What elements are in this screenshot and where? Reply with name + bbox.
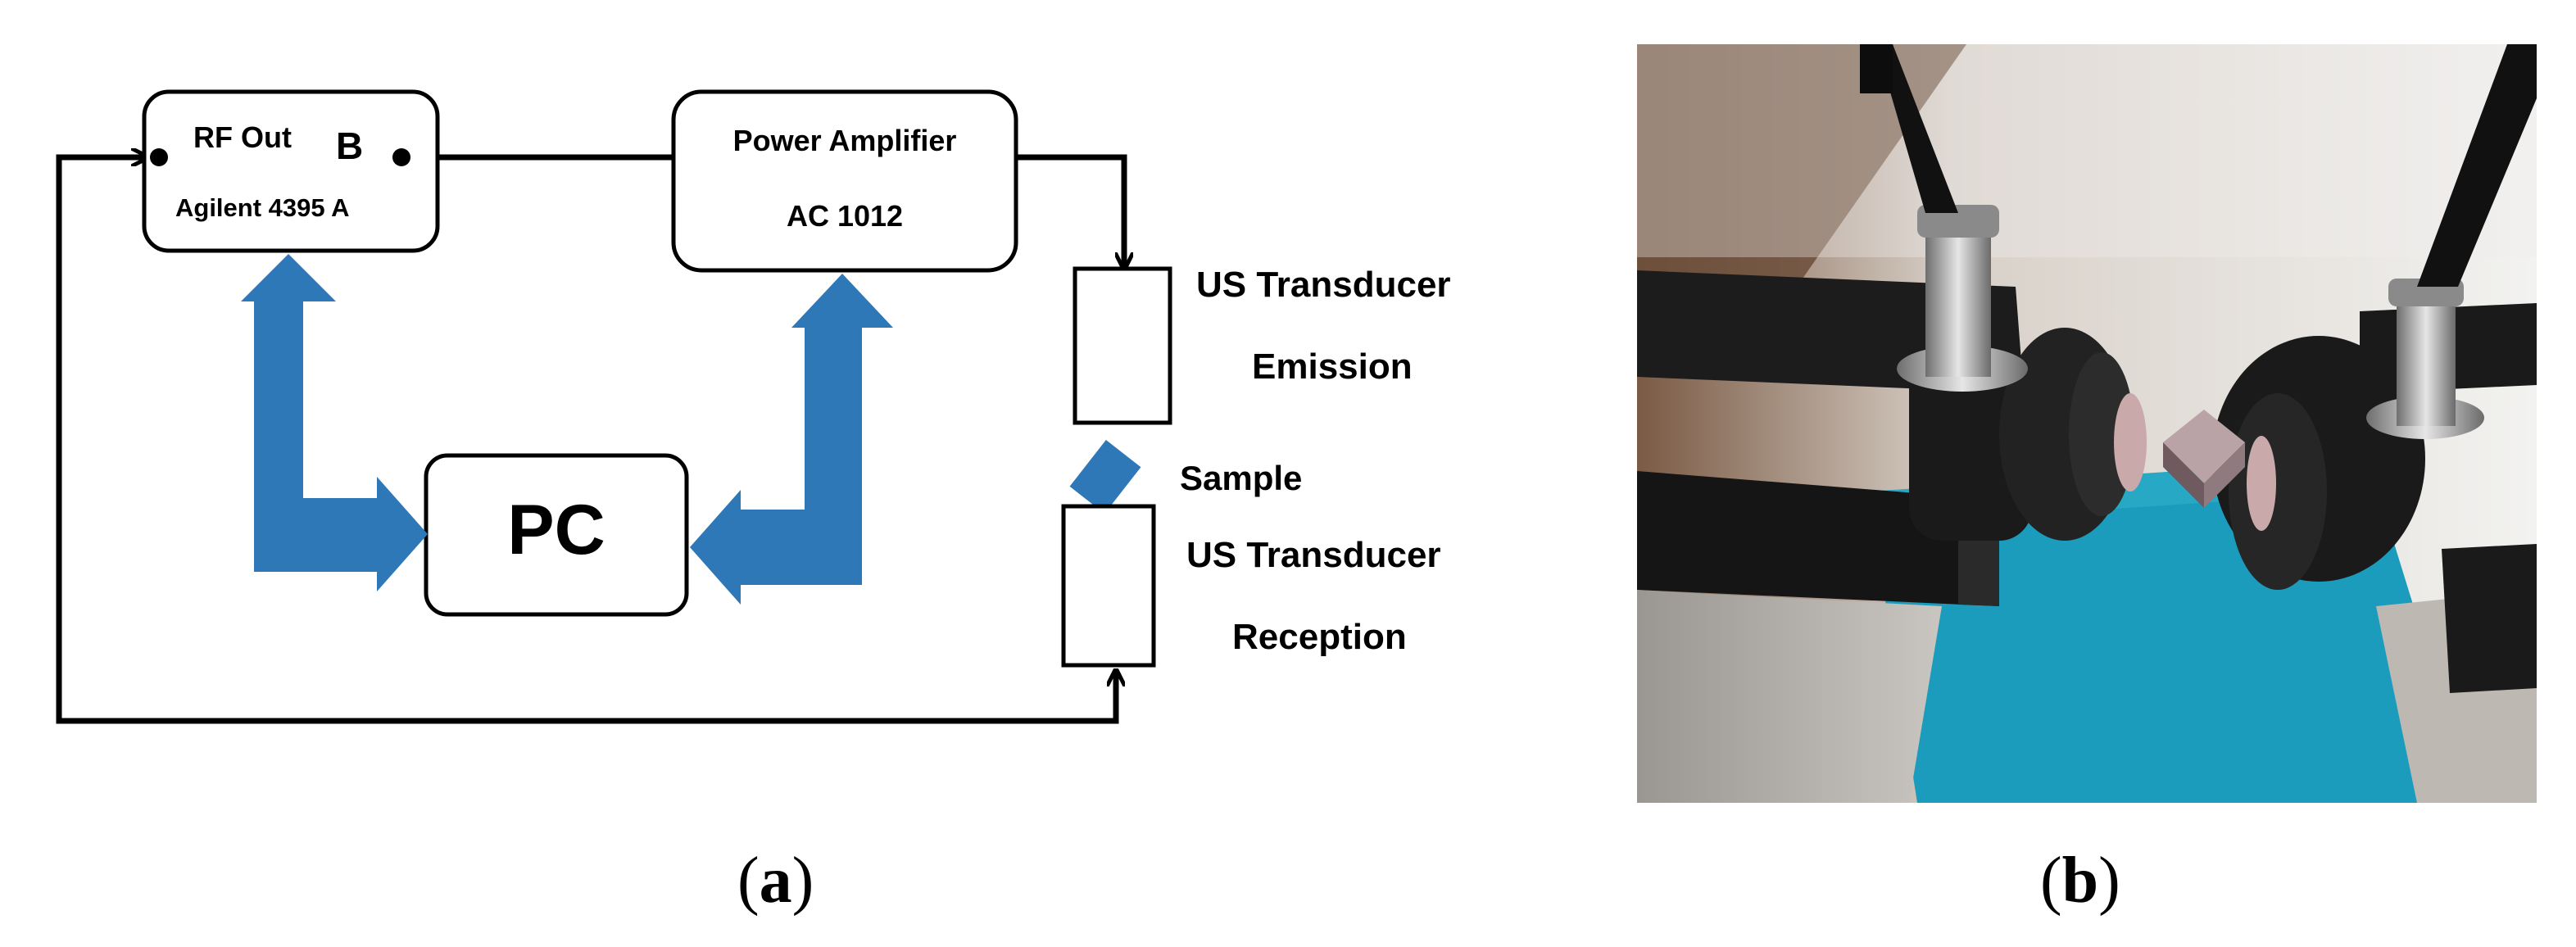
reception-line1: US Transducer — [1186, 535, 1441, 575]
pc-box: PC — [424, 453, 689, 617]
sample-block — [1069, 440, 1141, 514]
analyzer-model-label: Agilent 4395 A — [175, 193, 349, 222]
amp-to-emitter-wire — [1016, 154, 1124, 269]
reception-transducer — [1061, 504, 1156, 668]
rf-out-label: RF Out — [193, 120, 292, 154]
emission-line2: Emission — [1252, 347, 1413, 387]
port-b-label: B — [336, 125, 363, 167]
power-amplifier-box: Power Amplifier AC 1012 — [671, 89, 1018, 273]
caption-b-letter: b — [2061, 845, 2099, 917]
sample-cube — [2163, 410, 2245, 508]
caption-a: (a) — [737, 845, 814, 917]
block-diagram: RF Out B Agilent 4395 A Power Amplifier … — [56, 89, 1451, 724]
caption-a-letter: a — [759, 845, 792, 917]
reception-line2: Reception — [1232, 617, 1407, 657]
left-transducer — [1860, 44, 2147, 541]
rf-output-terminal — [392, 148, 410, 166]
right-transducer — [2212, 44, 2537, 590]
network-analyzer-box: RF Out B Agilent 4395 A — [142, 89, 440, 253]
amp-model-label: AC 1012 — [787, 199, 903, 233]
amp-name-label: Power Amplifier — [733, 124, 957, 157]
emission-transducer — [1073, 266, 1172, 425]
front-left-rail — [1637, 471, 1999, 606]
caption-b: (b) — [2040, 845, 2120, 917]
pc-label: PC — [507, 491, 605, 569]
rf-input-terminal — [150, 148, 168, 166]
emission-line1: US Transducer — [1196, 265, 1451, 305]
setup-photo — [1637, 44, 2537, 803]
left-grey-block — [1637, 590, 1942, 803]
rf-pc-bus-arrow — [241, 254, 428, 591]
amp-pc-bus-arrow — [690, 274, 893, 605]
sample-label: Sample — [1180, 459, 1302, 497]
